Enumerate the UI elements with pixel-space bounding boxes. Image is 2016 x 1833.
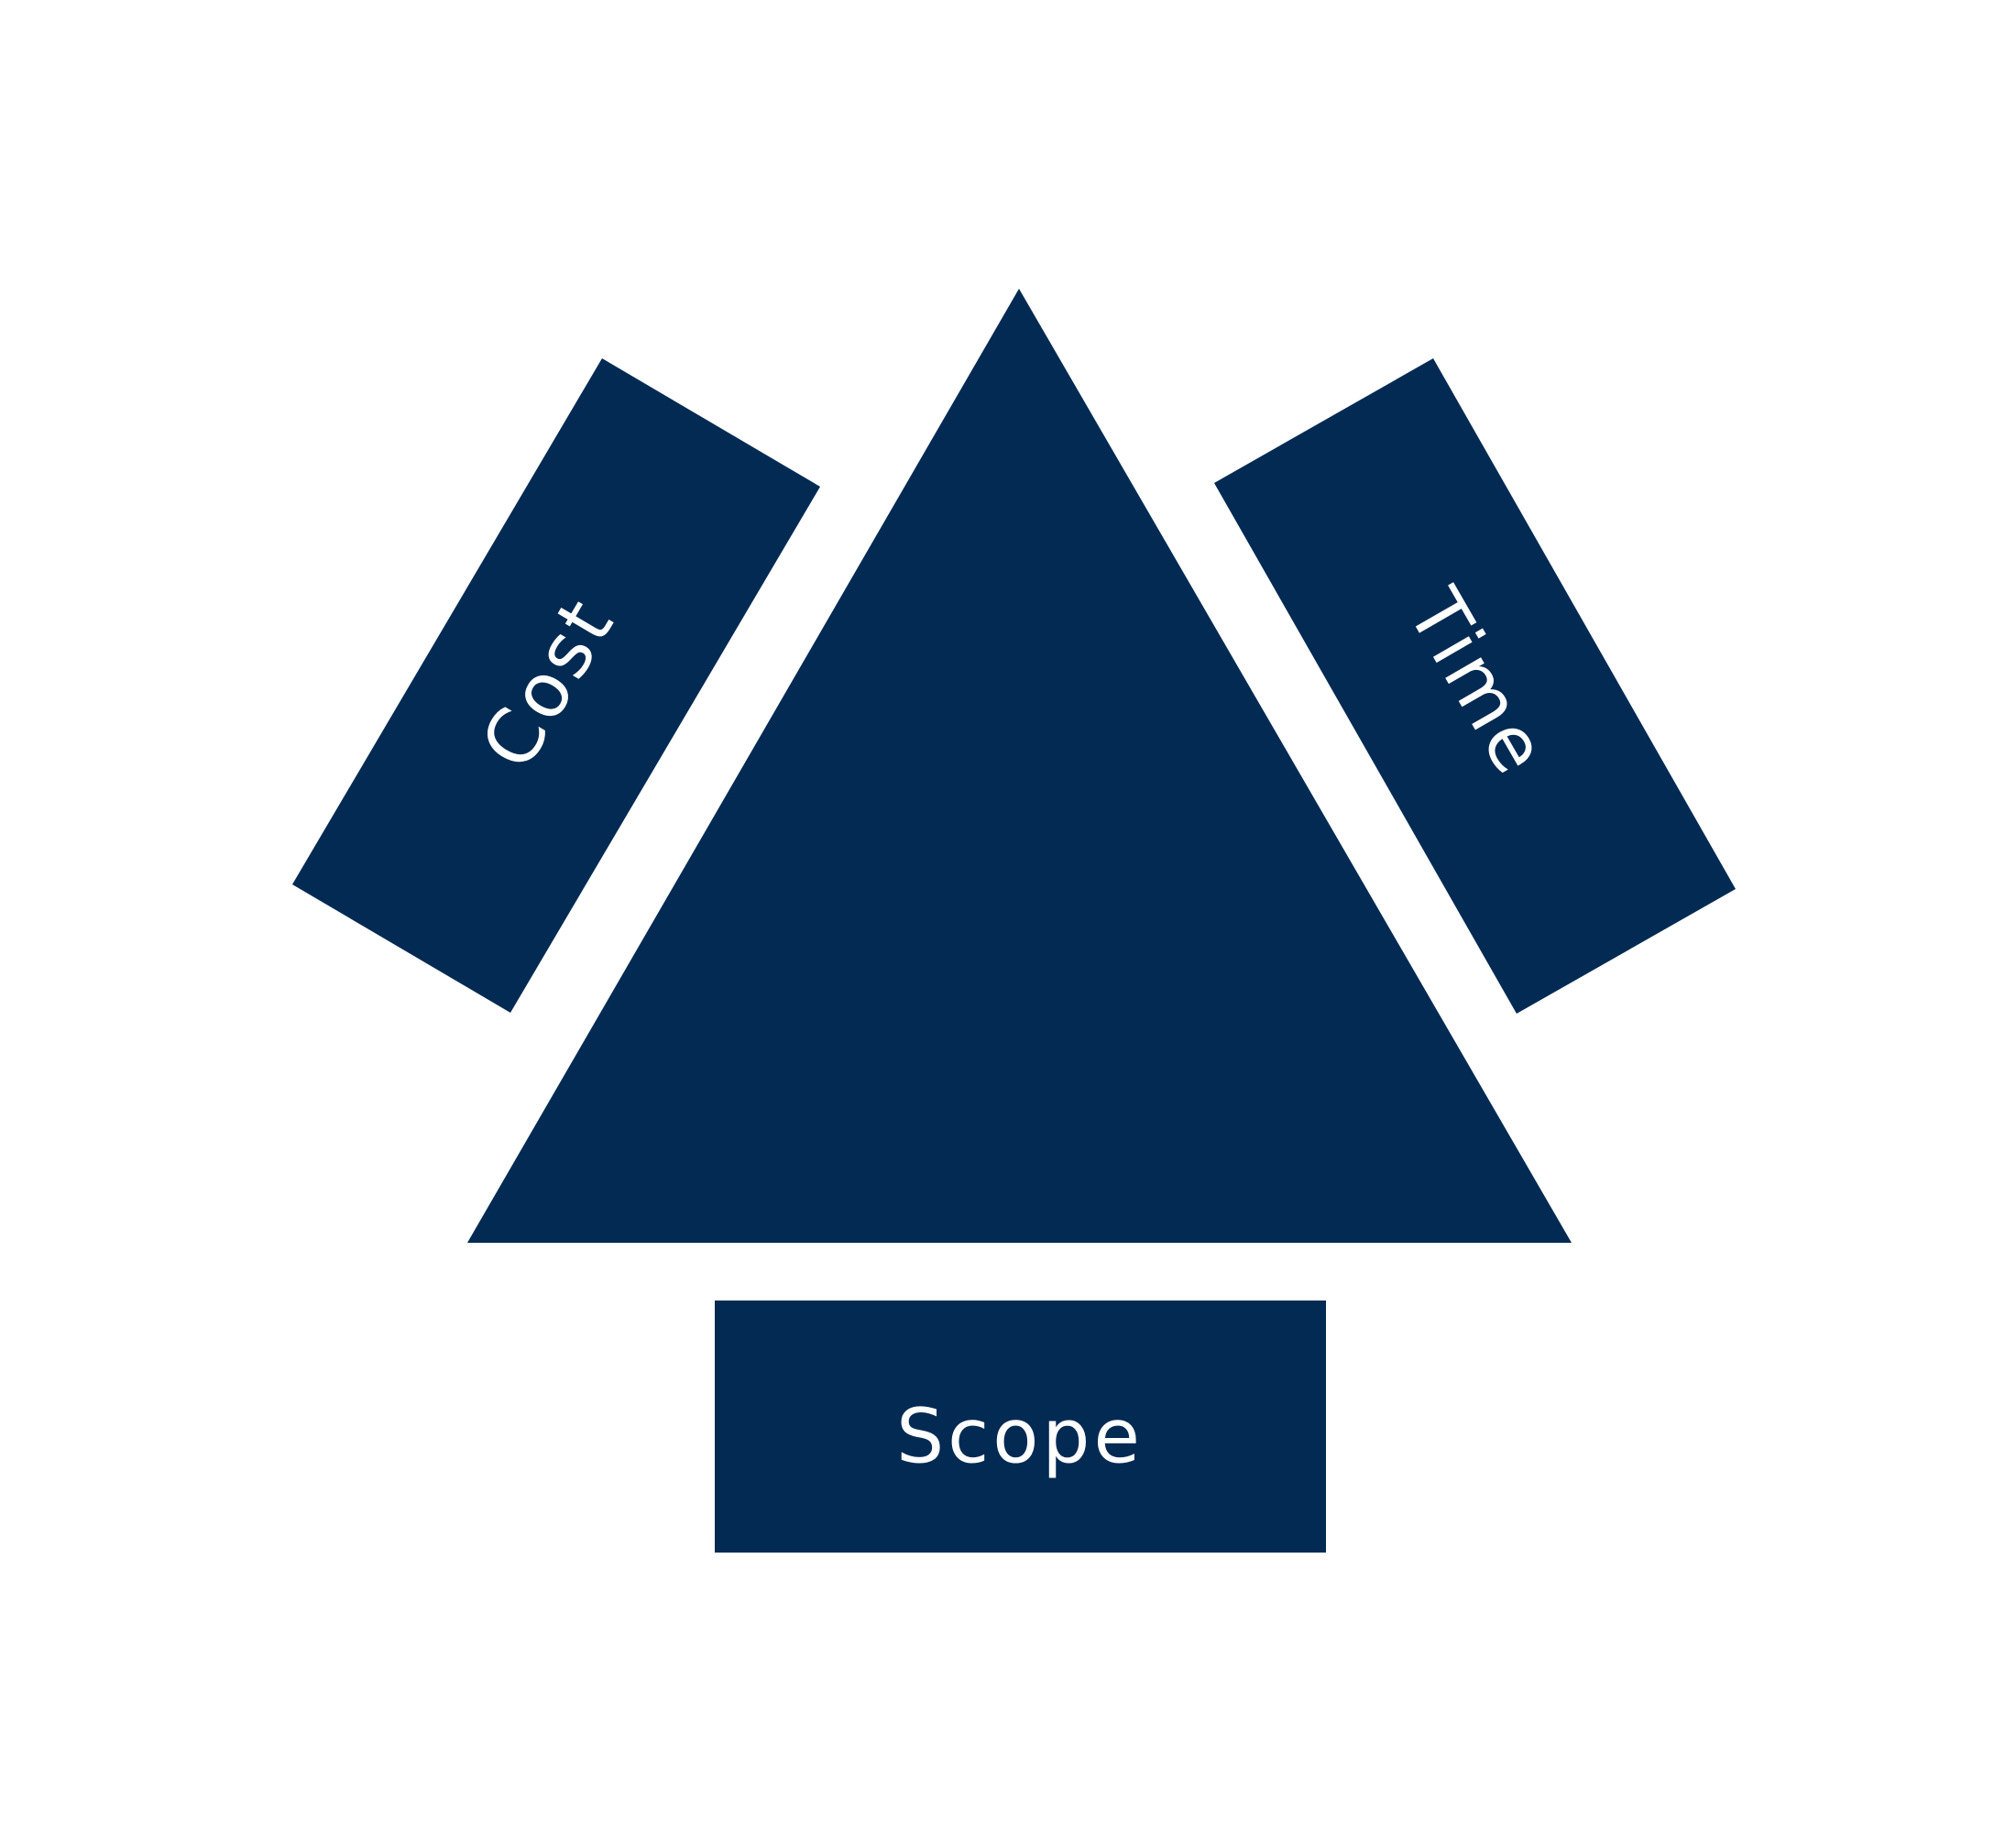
cost-rectangle xyxy=(292,358,820,1013)
cost-block: Cost xyxy=(292,358,820,1013)
time-block: Time xyxy=(1214,358,1736,1014)
scope-label: Scope xyxy=(896,1393,1144,1480)
scope-block: Scope xyxy=(715,1301,1326,1553)
center-triangle xyxy=(467,289,1572,1243)
scope-rectangle xyxy=(715,1301,1326,1553)
time-rectangle xyxy=(1214,358,1736,1014)
